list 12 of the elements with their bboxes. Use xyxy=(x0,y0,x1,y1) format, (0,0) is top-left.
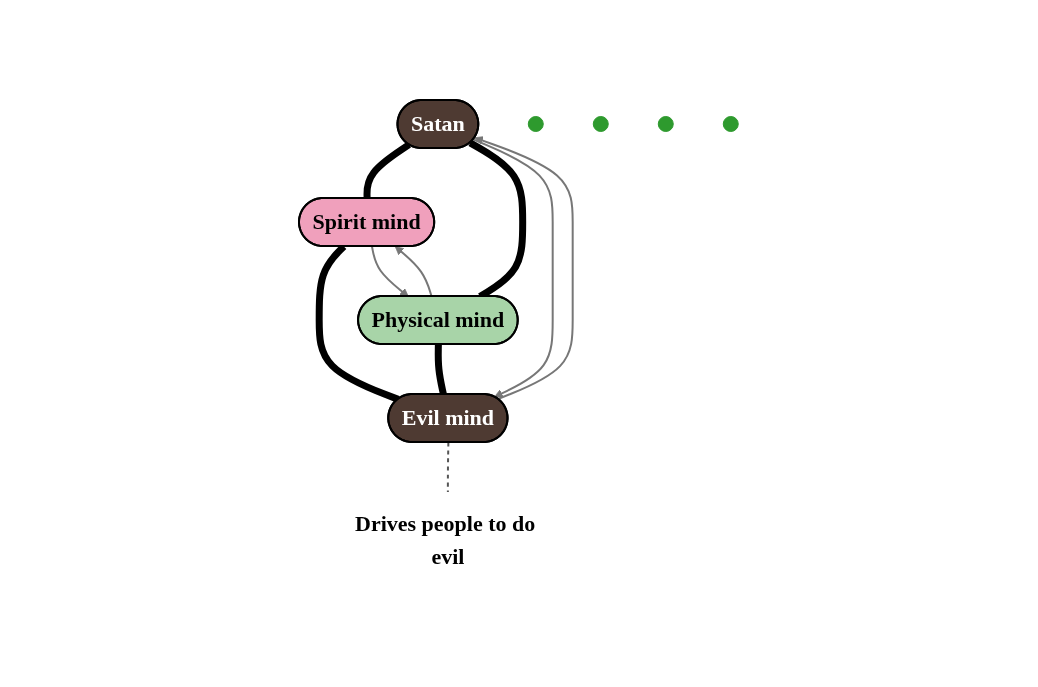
arrow xyxy=(474,135,575,400)
node-circle xyxy=(593,115,610,132)
arrow xyxy=(371,245,410,297)
node-text: Drives people to do evil xyxy=(355,510,536,569)
node-circle xyxy=(528,115,545,132)
arrow xyxy=(472,138,555,397)
connector xyxy=(447,441,450,493)
node-circle xyxy=(723,115,740,132)
connector xyxy=(363,141,412,199)
node-circle xyxy=(658,115,675,132)
arrow xyxy=(395,245,433,297)
connector xyxy=(435,343,448,395)
